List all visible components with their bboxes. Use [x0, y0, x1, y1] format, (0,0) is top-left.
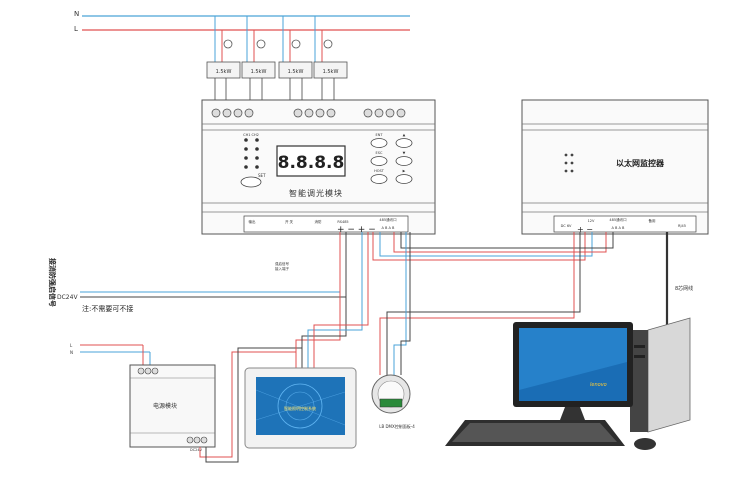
fire-signal-vertical: 接消防强启信号 — [48, 258, 57, 307]
ethernet-term-e: RJ45 — [678, 224, 686, 228]
dimmer-terminal-strip — [243, 215, 409, 233]
touch-screen-label: 智能照明控制系统 — [284, 405, 316, 411]
bus-n-label: N — [74, 10, 79, 18]
ethernet-monitor: 以太网监控器 DC 6V 12V 485通讯口 A B A B 备用 RJ45 … — [521, 99, 709, 235]
dimmer-term-e: 485通讯口 — [379, 217, 397, 222]
dimmer-module: CH1 CH2 SET 8.8.8.8 智能调光模块 ENT ▲ ESC ▼ H… — [201, 99, 436, 235]
ethernet-term-a: DC 6V — [561, 224, 572, 228]
breaker-4-label: 1.5kW — [323, 69, 339, 75]
bus-l-label: L — [74, 25, 78, 33]
dimmer-term-sub: A B A B — [382, 226, 396, 230]
ethernet-plus-minus: + − — [577, 225, 593, 234]
dimmer-key-5[interactable] — [370, 174, 388, 184]
rs485-link — [372, 232, 614, 261]
pc: lenovo — [445, 317, 691, 450]
ethernet-term-b: 12V — [588, 219, 595, 223]
dimmer-key-4-label: ▼ — [403, 151, 406, 155]
dimmer-set-button[interactable] — [240, 176, 262, 188]
dimmer-term-d: RS485 — [337, 220, 348, 224]
dimmer-key-3[interactable] — [370, 156, 388, 166]
fire-signal-note: 注:不需要可不接 — [82, 304, 133, 313]
breaker-3-label: 1.5kW — [288, 69, 304, 75]
dimmer-key-6[interactable] — [395, 174, 413, 184]
breaker-1-label: 1.5kW — [216, 69, 232, 75]
power-bus-wires — [199, 232, 581, 463]
breaker-1: 1.5kW — [206, 61, 241, 79]
dimmer-leds — [244, 138, 259, 169]
dimmer-top-terminals — [211, 108, 406, 118]
ethernet-leds — [564, 153, 574, 173]
dimmer-name: 智能调光模块 — [289, 188, 343, 198]
dimmer-key-4[interactable] — [395, 156, 413, 166]
pc-brand: lenovo — [590, 382, 607, 388]
breaker-2-label: 1.5kW — [251, 69, 267, 75]
dimmer-plus-minus: + − + − — [337, 225, 376, 235]
dimmer-key-1[interactable] — [370, 138, 388, 148]
touch-screen: 智能照明控制系统 — [244, 367, 357, 449]
breaker-2: 1.5kW — [241, 61, 276, 79]
dimmer-term-b: 开 关 — [285, 219, 294, 224]
dimmer-display — [276, 145, 346, 177]
power-n-label: N — [70, 350, 73, 355]
power-label: 电源模块 — [153, 402, 177, 410]
power-bottom-label: DC24V — [190, 448, 203, 452]
dimmer-key-2-label: ▲ — [403, 133, 406, 137]
ethernet-term-c: 485通讯口 — [609, 217, 627, 222]
dmx-panel: LB DMX控制面板-4 — [371, 374, 415, 429]
dimmer-term-c: 消防 — [315, 219, 323, 224]
lamp-icons — [223, 39, 333, 49]
dmx-panel-label: LB DMX控制面板-4 — [379, 423, 415, 429]
dimmer-key-6-label: ▶ — [403, 169, 406, 173]
dimmer-key-1-label: ENT — [376, 133, 384, 137]
breaker-output-wires — [214, 78, 335, 100]
breaker-3: 1.5kW — [278, 61, 313, 79]
dimmer-key-2[interactable] — [395, 138, 413, 148]
ethernet-term-sub: A B A B — [612, 226, 626, 230]
fire-signal-dc: DC24V — [57, 294, 78, 301]
power-l-label: L — [70, 343, 73, 348]
bus-drops — [214, 16, 323, 62]
dimmer-set-label: SET — [258, 173, 266, 178]
fire-signal-lines-b: 接入端子 — [275, 266, 289, 271]
dimmer-term-a: 输出 — [249, 219, 256, 224]
dimmer-key-3-label: ESC — [376, 151, 383, 155]
power-module: L N 电源模块 DC24V — [70, 343, 216, 452]
ethernet-title: 以太网监控器 — [616, 158, 665, 168]
network-cable-label: 8芯网线 — [675, 285, 693, 292]
ethernet-term-d: 备用 — [649, 218, 657, 223]
dimmer-display-digits: 8.8.8.8 — [278, 153, 345, 173]
breaker-4: 1.5kW — [313, 61, 348, 79]
ethernet-terminal-strip — [553, 215, 697, 233]
dimmer-key-5-label: HOST — [374, 169, 385, 173]
fire-signal-lines-a: 强启信号 — [275, 261, 289, 266]
mouse[interactable] — [634, 438, 656, 450]
dimmer-led-label: CH1 CH2 — [243, 133, 259, 137]
